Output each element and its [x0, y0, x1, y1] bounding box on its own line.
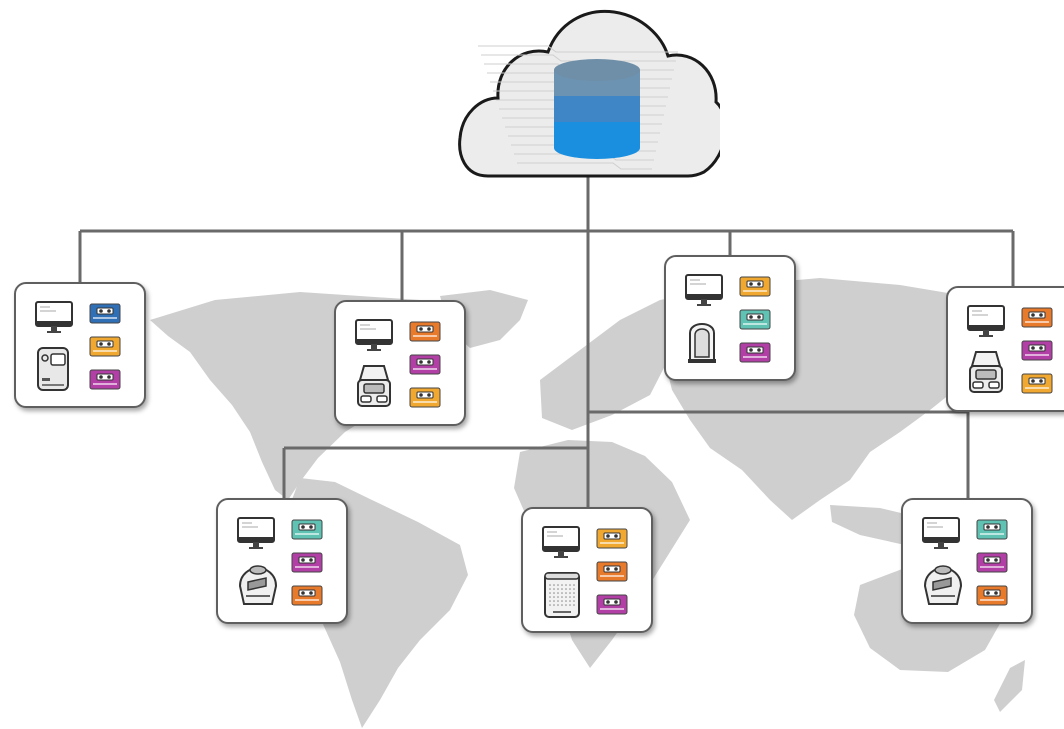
desktop-sequencer-icon	[37, 347, 69, 391]
database-band-2	[554, 96, 640, 122]
europe-shape	[540, 300, 680, 430]
cassette-icon	[1021, 340, 1053, 361]
cassette-icon	[739, 309, 771, 330]
compact-sequencer-icon	[969, 351, 1003, 393]
monitor-icon	[35, 301, 73, 333]
node-contents	[542, 526, 628, 618]
cassette-icon	[409, 354, 441, 375]
cassette-icon	[89, 336, 121, 357]
instrument-node	[216, 498, 348, 624]
cassette-icon	[739, 342, 771, 363]
node-contents	[237, 517, 323, 606]
monitor-icon	[237, 517, 275, 549]
instrument-node	[14, 282, 146, 408]
cabinet-instrument-icon	[544, 572, 580, 618]
monitor-icon	[542, 526, 580, 558]
monitor-icon	[922, 517, 960, 549]
instrument-node	[901, 498, 1033, 624]
cassette-icon	[596, 561, 628, 582]
cassette-icon	[89, 303, 121, 324]
circuit-trace	[517, 162, 652, 170]
cassette-icon	[976, 552, 1008, 573]
cassette-icon	[409, 321, 441, 342]
database-top	[554, 59, 640, 81]
node-contents	[967, 305, 1053, 394]
benchtop-analyzer-icon	[923, 565, 963, 605]
cloud-database-icon	[458, 6, 728, 182]
instrument-node	[334, 300, 466, 426]
cassette-icon	[89, 369, 121, 390]
monitor-icon	[967, 305, 1005, 337]
instrument-node	[946, 286, 1064, 412]
cassette-icon	[291, 519, 323, 540]
node-contents	[922, 517, 1008, 606]
cloud-shape	[458, 9, 728, 178]
cassette-icon	[596, 594, 628, 615]
instrument-node	[521, 507, 653, 633]
monitor-icon	[355, 319, 393, 351]
circuit-trace	[478, 45, 678, 53]
node-contents	[685, 274, 771, 363]
compact-sequencer-icon	[357, 365, 391, 407]
cassette-icon	[596, 528, 628, 549]
database-base	[554, 137, 640, 159]
cassette-icon	[976, 585, 1008, 606]
handheld-reader-icon	[688, 323, 716, 363]
cassette-icon	[976, 519, 1008, 540]
instrument-node	[664, 255, 796, 381]
node-contents	[35, 301, 121, 391]
cassette-icon	[291, 585, 323, 606]
cassette-icon	[739, 276, 771, 297]
cassette-icon	[1021, 373, 1053, 394]
monitor-icon	[685, 274, 723, 306]
node-contents	[355, 319, 441, 408]
benchtop-analyzer-icon	[238, 565, 278, 605]
cassette-icon	[409, 387, 441, 408]
cassette-icon	[1021, 307, 1053, 328]
new-zealand-shape	[994, 660, 1025, 712]
cassette-icon	[291, 552, 323, 573]
